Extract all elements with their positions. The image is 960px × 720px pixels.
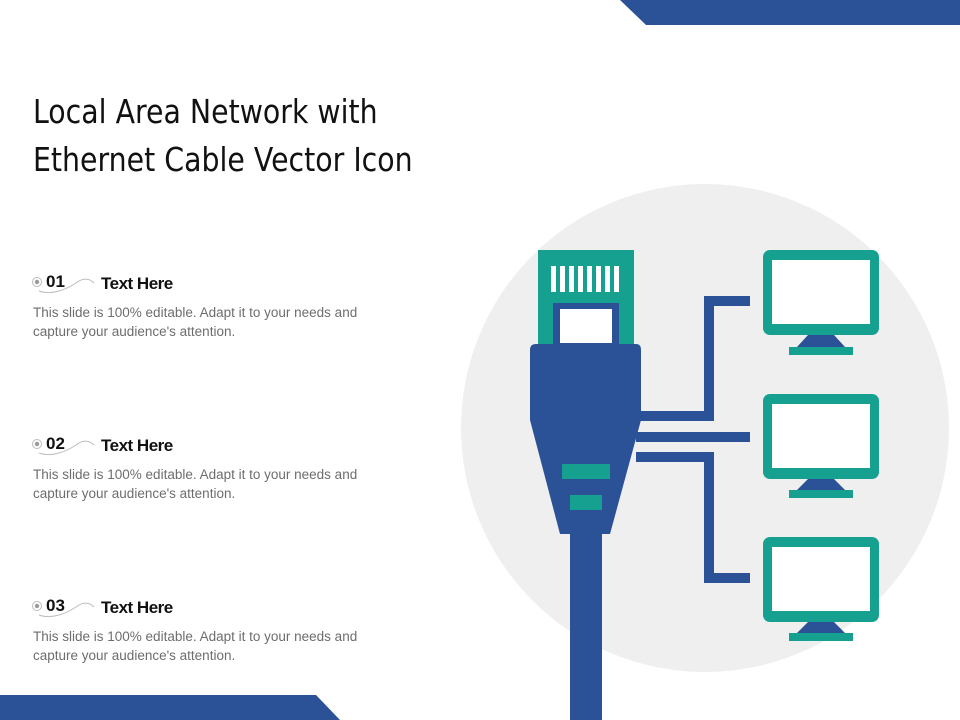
ethernet-plug-icon (530, 250, 641, 720)
item-description: This slide is 100% editable. Adapt it to… (33, 467, 358, 501)
item-number: 03 (46, 596, 65, 615)
bullet-swirl-icon (32, 601, 95, 618)
item-heading: Text Here (101, 598, 173, 617)
item-heading: Text Here (101, 274, 173, 293)
top-accent-bar (620, 0, 960, 25)
list-item-03: 03 Text Here This slide is 100% editable… (30, 594, 390, 684)
list-item-01: 01 Text Here This slide is 100% editable… (30, 270, 390, 360)
item-heading: Text Here (101, 436, 173, 455)
title-line-1: Local Area Network with (33, 92, 378, 131)
item-number: 01 (46, 272, 65, 291)
item-description: This slide is 100% editable. Adapt it to… (33, 305, 358, 339)
network-connector-lines (636, 296, 750, 583)
bullet-swirl-icon (32, 439, 95, 456)
computer-monitor-icon (763, 394, 879, 498)
item-description: This slide is 100% editable. Adapt it to… (33, 629, 358, 663)
slide-title: Local Area Network with Ethernet Cable V… (33, 88, 480, 184)
item-number: 02 (46, 434, 65, 453)
computer-monitor-icon (763, 250, 879, 355)
list-item-02: 02 Text Here This slide is 100% editable… (30, 432, 390, 522)
bottom-accent-bar (0, 695, 340, 720)
title-line-2: Ethernet Cable Vector Icon (33, 140, 413, 179)
bullet-swirl-icon (32, 277, 95, 294)
computer-monitor-icon (763, 537, 879, 641)
